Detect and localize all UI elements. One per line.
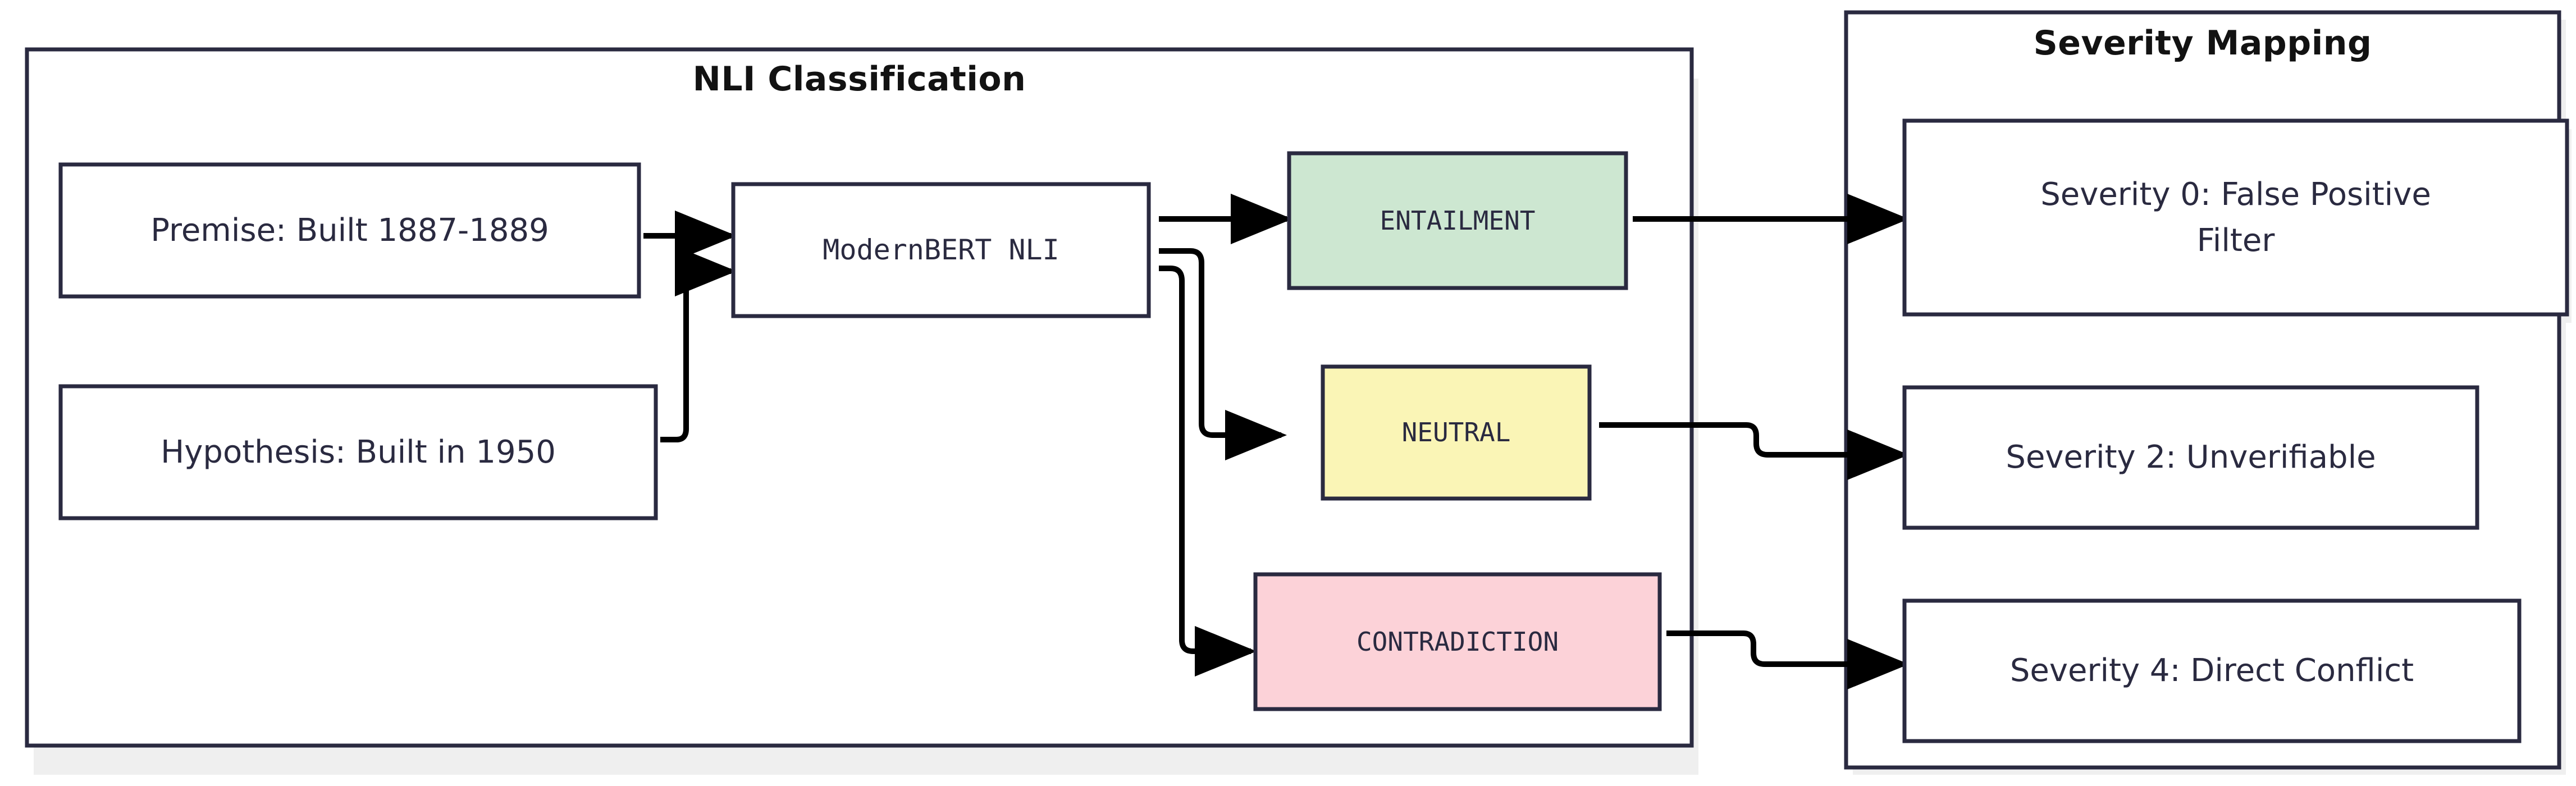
entailment-box	[1287, 151, 1628, 290]
premise-box	[58, 162, 641, 299]
sev2-box	[1902, 385, 2479, 530]
edge-model-neutral	[1159, 248, 1287, 460]
sev0-box	[1902, 118, 2569, 317]
contradiction-box	[1253, 572, 1662, 711]
edge-contradiction-sev4	[1666, 630, 1909, 689]
edge-model-contradiction	[1159, 266, 1257, 677]
sev4-box	[1902, 598, 2522, 743]
hypothesis-box	[58, 384, 658, 520]
edge-hypothesis-model	[660, 246, 737, 442]
edge-neutral-sev2	[1599, 422, 1909, 480]
model-box	[731, 182, 1151, 318]
neutral-box	[1321, 364, 1592, 501]
